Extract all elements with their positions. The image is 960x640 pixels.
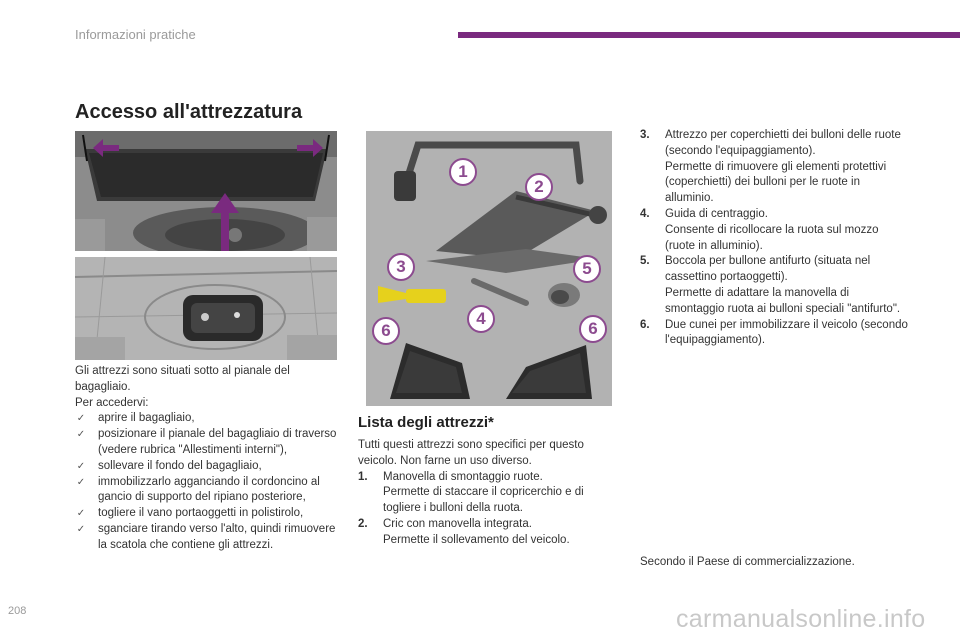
list-item: 4. Guida di centraggio. Consente di rico… [640, 207, 879, 252]
access-steps: ✓aprire il bagagliaio, ✓posizionare il p… [75, 411, 341, 553]
bullet-icon: ✓ [76, 429, 86, 441]
tools-list-right: 3. Attrezzo per coperchietti dei bulloni… [640, 128, 908, 349]
list-item: ✓immobilizzarlo agganciando il cordoncin… [76, 475, 320, 504]
spare-wheel-well-photo [75, 257, 337, 360]
tools-items-right: 3. Attrezzo per coperchietti dei bulloni… [640, 128, 908, 349]
section-label: Informazioni pratiche [75, 27, 196, 42]
tools-intro: Tutti questi attrezzi sono specifici per… [358, 439, 584, 467]
list-item: ✓aprire il bagagliaio, [75, 411, 341, 427]
list-item: 1. Manovella di smontaggio ruote. Permet… [358, 470, 584, 515]
badge-4: 4 [467, 305, 495, 333]
access-intro: Gli attrezzi sono situati sotto al piana… [75, 365, 290, 393]
list-item: 3. Attrezzo per coperchietti dei bulloni… [640, 129, 901, 205]
bullet-icon: ✓ [76, 460, 86, 472]
list-item: 6. Due cunei per immobilizzare il veicol… [640, 318, 908, 347]
bullet-icon: ✓ [76, 476, 86, 488]
badge-1: 1 [449, 158, 477, 186]
tools-list-left: Tutti questi attrezzi sono specifici per… [358, 438, 608, 549]
footnote: Secondo il Paese di commercializzazione. [640, 556, 855, 568]
badge-3: 3 [387, 253, 415, 281]
tools-photo [366, 131, 612, 406]
bullet-icon: ✓ [76, 508, 86, 520]
badge-6-right: 6 [579, 315, 607, 343]
list-item: ✓posizionare il pianale del bagagliaio d… [76, 428, 337, 456]
bullet-icon: ✓ [76, 523, 86, 535]
watermark: carmanualsonline.info [676, 605, 926, 633]
list-item: 2. Cric con manovella integrata. Permett… [358, 517, 570, 546]
access-instructions: Gli attrezzi sono situati sotto al piana… [75, 364, 341, 554]
badge-5: 5 [573, 255, 601, 283]
list-item: ✓sollevare il fondo del bagagliaio, [75, 459, 341, 475]
list-item: ✓togliere il vano portaoggetti in polist… [75, 506, 341, 522]
tools-title: Lista degli attrezzi* [358, 414, 494, 431]
list-item: 5. Boccola per bullone antifurto (situat… [640, 255, 901, 315]
badge-2: 2 [525, 173, 553, 201]
page-title: Accesso all'attrezzatura [75, 101, 303, 123]
badge-6-left: 6 [372, 317, 400, 345]
page-number: 208 [8, 605, 27, 617]
tools-items-left: 1. Manovella di smontaggio ruote. Permet… [358, 470, 608, 549]
header-accent-bar [458, 32, 960, 38]
list-item: ✓sganciare tirando verso l'alto, quindi … [76, 522, 336, 551]
bullet-icon: ✓ [76, 413, 86, 425]
access-intro-2: Per accedervi: [75, 396, 149, 409]
trunk-floor-photo [75, 131, 337, 251]
